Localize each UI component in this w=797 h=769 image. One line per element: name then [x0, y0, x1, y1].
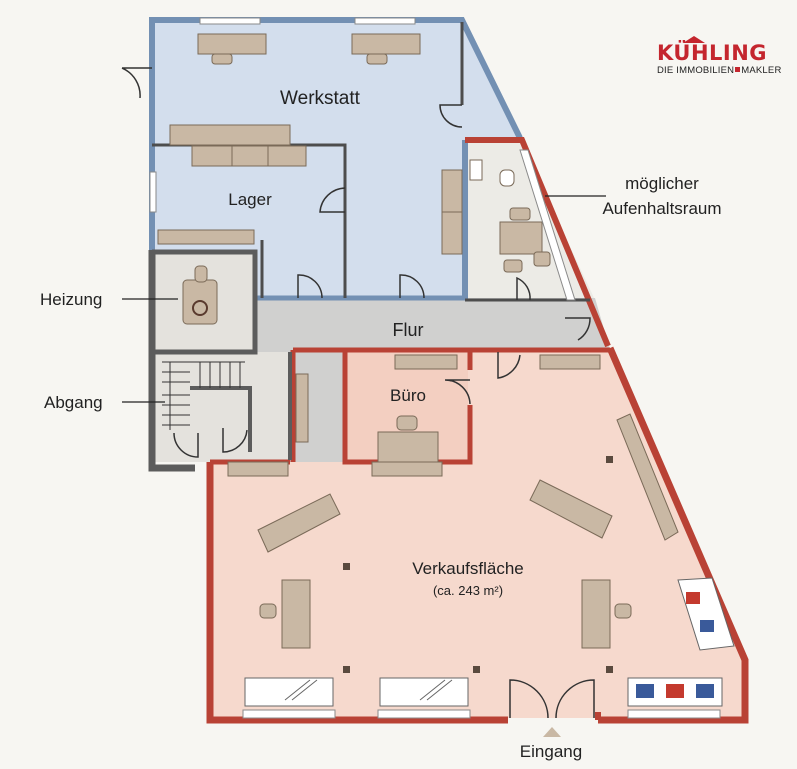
- windows: [149, 17, 721, 719]
- heizung-inner-wall: [152, 249, 258, 355]
- verkauf-furniture: [227, 354, 679, 649]
- doors: [121, 67, 595, 719]
- werkstatt-label: Werkstatt: [280, 88, 361, 109]
- eingang-callout: Eingang: [520, 742, 582, 761]
- brand-logo: KÜHLING DIE IMMOBILIEN MAKLER: [657, 36, 783, 76]
- brand-name: KÜHLING: [657, 41, 768, 65]
- entrance-arrow: [543, 727, 561, 737]
- heizung-furniture: [182, 265, 218, 325]
- verkauf-zone: [210, 350, 745, 718]
- brand-tagline-right: MAKLER: [741, 65, 782, 76]
- werkstatt-furniture: [157, 33, 463, 255]
- buero-furniture: [371, 354, 458, 477]
- pillars: [343, 456, 613, 673]
- buero-label: Büro: [390, 386, 426, 405]
- lager-label: Lager: [228, 190, 272, 209]
- flur-zone: [255, 298, 610, 350]
- flur-label: Flur: [393, 320, 424, 340]
- werkstatt-zone: [150, 22, 520, 298]
- tagline-dot-icon: [735, 67, 741, 72]
- aufenthalt-callout-line1: möglicher: [625, 174, 699, 193]
- aufenthalt-wall: [465, 137, 611, 348]
- heizung-callout: Heizung: [40, 290, 102, 309]
- abgang-callout: Abgang: [44, 393, 103, 412]
- house-roof-icon: [683, 36, 705, 43]
- leader-lines: [122, 195, 606, 403]
- stairs: [162, 361, 245, 430]
- brand-tagline: DIE IMMOBILIEN MAKLER: [657, 65, 783, 76]
- display-racks: [244, 577, 735, 707]
- brand-tagline-left: DIE IMMOBILIEN: [657, 65, 735, 76]
- aufenthalt-callout-line2: Aufenhaltsraum: [602, 199, 721, 218]
- verkauf-bottom-wall-left: [206, 462, 508, 724]
- verkauf-outer-wall: [598, 346, 749, 724]
- verkauf-label: Verkaufsfläche: [412, 559, 524, 578]
- verkauf-area-label: (ca. 243 m²): [433, 583, 503, 598]
- aufenthalt-furniture: [469, 149, 576, 301]
- heizung-wall: [148, 250, 195, 472]
- werkstatt-outer-wall: [149, 17, 523, 250]
